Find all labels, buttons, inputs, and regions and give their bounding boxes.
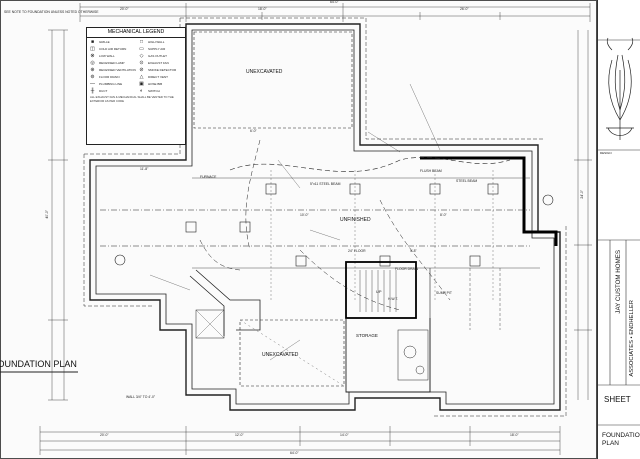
legend-item-label: HOSE BIB: [148, 81, 163, 86]
title-block-frame: [598, 37, 640, 426]
legend-item: ╫ DUCT: [87, 87, 136, 94]
legend-item-label: FLOOR DRAIN: [99, 74, 120, 79]
header-note: SEE NOTE TO FOUNDATION UNLESS NOTED OTHE…: [4, 10, 99, 14]
mechanical-legend: MECHANICAL LEGEND ■ GRILLE □ HIGH WALL ◫ CO…: [86, 27, 186, 145]
legend-item-label: SMOKE DETECTOR: [148, 67, 177, 72]
dim-top-3: 26'-0": [460, 7, 469, 11]
legend-item: ◫ COLD AIR RETURN: [87, 45, 136, 52]
legend-item: ⊚ FLOOR DRAIN: [87, 73, 136, 80]
room-unfinished: UNFINISHED: [340, 217, 371, 223]
room-unexcavated-bottom: UNEXCAVATED: [262, 352, 299, 358]
legend-item-label: PLUMBING LINE: [99, 81, 123, 86]
legend-item-label: HIGH WALL: [148, 39, 165, 44]
legend-item: — PLUMBING LINE: [87, 80, 136, 87]
dim-bottom-3: 14'-0": [340, 433, 349, 437]
gas-outlet-icon: ◇: [139, 52, 144, 59]
legend-item-label: DUCT: [99, 88, 108, 93]
legend-item-label: EXHAUST FAN: [148, 60, 169, 65]
design-label: DESIGN: [600, 151, 612, 155]
plumbing-line-icon: —: [90, 80, 95, 87]
legend-item: ⊙ EXHAUST FAN: [136, 59, 185, 66]
legend-item-label: RECESSED LAMP: [99, 60, 125, 65]
dim-top-1: 20'-0": [120, 7, 129, 11]
note-flush-beam: FLUSH BEAM: [420, 169, 442, 173]
note-stair-up: UP: [376, 289, 382, 294]
legend-item-label: GAS OUTLET: [148, 53, 168, 58]
room-storage: STORAGE: [356, 333, 378, 338]
hose-bib-icon: ▣: [139, 80, 144, 87]
note-hwt: H.W.T.: [388, 297, 398, 301]
recessed-ventilation-icon: ⊕: [90, 66, 95, 73]
legend-item: ◐ SWITCH: [136, 87, 185, 94]
legend-item: ◎ RECESSED LAMP: [87, 59, 136, 66]
legend-footnote: ALL EXHAUST FAN & MECHANICAL SHALL BE VE…: [90, 95, 174, 103]
note-floor-drain: FLOOR DRAIN: [395, 267, 419, 271]
dim-inner-3: 8'-0": [440, 213, 447, 217]
legend-item: □ HIGH WALL: [136, 38, 185, 45]
switch-icon: ◐: [139, 87, 144, 94]
room-unexcavated-top: UNEXCAVATED: [246, 69, 283, 75]
legend-item: ▣ HOSE BIB: [136, 80, 185, 87]
dim-inner-2: 10'-0": [300, 213, 309, 217]
note-steel-beam-2: STEEL BEAM: [456, 179, 478, 183]
legend-item: ■ GRILLE: [87, 38, 136, 45]
exhaust-fan-icon: ⊙: [139, 59, 144, 66]
legend-item-label: SUPPLY AIR: [148, 46, 166, 51]
legend-item-label: COLD AIR RETURN: [99, 46, 127, 51]
dim-right-1: 24'-0": [580, 190, 584, 199]
legend-item: ⊗ LOW WALL: [87, 52, 136, 59]
dim-inner-1: 11'-8": [140, 167, 149, 171]
note-steel-beam-1: 5"x11 STEEL BEAM: [310, 182, 341, 186]
client-name: JAY CUSTOM HOMES: [615, 250, 622, 314]
smoke-detector-icon: ⊘: [139, 66, 144, 73]
plan-title: FOUNDATION PLAN: [0, 359, 77, 369]
legend-item: ◇ GAS OUTLET: [136, 52, 185, 59]
sheet-title: FOUNDATION PLAN: [602, 432, 640, 447]
legend-title: MECHANICAL LEGEND: [87, 28, 185, 38]
low-wall-icon: ⊗: [90, 52, 95, 59]
dim-bottom-total: 64'-0": [290, 451, 299, 455]
supply-air-icon: ▭: [139, 45, 144, 52]
legend-item-label: DIRECT VENT: [148, 74, 168, 79]
note-air-floor: 24" FLOOR: [348, 249, 366, 253]
legend-item-label: GRILLE: [99, 39, 110, 44]
dim-top-total: 64'-0": [330, 0, 339, 4]
duct-icon: ╫: [90, 87, 95, 94]
title-block: DESIGN JAY CUSTOM HOMES ASSOCIATES • END…: [597, 0, 640, 459]
firm-name: ASSOCIATES • ENDHELLER: [629, 300, 635, 377]
sheet-label: SHEET: [604, 395, 631, 404]
note-wall: WALL 3/4" TO 4'-0": [126, 395, 156, 399]
legend-item: ⊕ RECESSED VENTILATION: [87, 66, 136, 73]
dim-inner-4: 4'-8": [410, 249, 417, 253]
grille-icon: ■: [90, 38, 95, 45]
dim-bottom-2: 12'-0": [235, 433, 244, 437]
legend-item-label: RECESSED VENTILATION: [99, 67, 136, 72]
dim-top-2: 18'-0": [258, 7, 267, 11]
legend-item-label: SWITCH: [148, 88, 160, 93]
legend-item: ▭ SUPPLY AIR: [136, 45, 185, 52]
dim-bottom-1: 20'-0": [100, 433, 109, 437]
note-furnace: FURNACE: [200, 175, 217, 179]
dim-bottom-4: 18'-0": [510, 433, 519, 437]
legend-item: △ DIRECT VENT: [136, 73, 185, 80]
legend-item: ⊘ SMOKE DETECTOR: [136, 66, 185, 73]
cold-air-return-icon: ◫: [90, 45, 95, 52]
recessed-lamp-icon: ◎: [90, 59, 95, 66]
high-wall-icon: □: [139, 38, 144, 45]
note-sump: SUMP PIT: [436, 291, 452, 295]
floor-drain-icon: ⊚: [90, 73, 95, 80]
dim-left-total: 40'-0": [45, 210, 49, 219]
direct-vent-icon: △: [139, 73, 144, 80]
dim-inner-5: 6'-0": [250, 129, 257, 133]
legend-item-label: LOW WALL: [99, 53, 115, 58]
firm-logo: [606, 37, 634, 140]
